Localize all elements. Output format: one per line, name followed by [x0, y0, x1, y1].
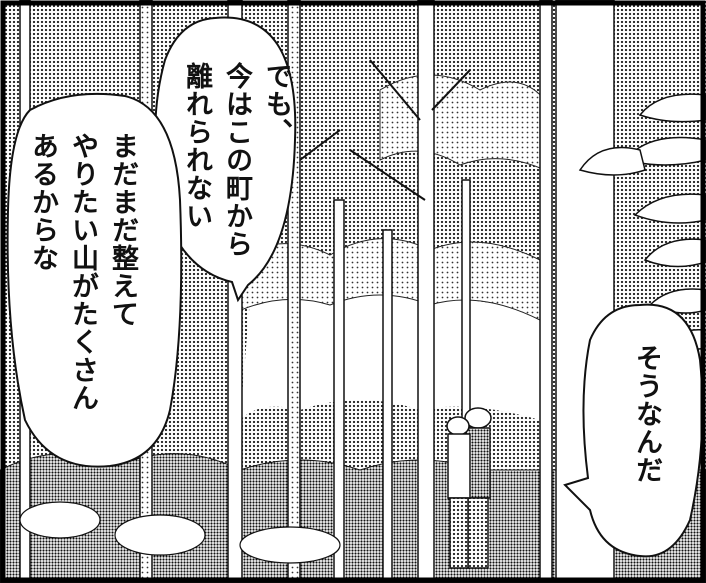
- speech-text-left: まだまだ整えて やりたい山がたくさん あるからな: [22, 132, 142, 412]
- two-hikers: [446, 407, 492, 569]
- speech-bubble-right: [563, 303, 704, 558]
- speech-text-right: そうなんだ: [626, 344, 666, 484]
- speech-line: やりたい山がたくさん: [67, 132, 98, 412]
- speech-bubble-top: [154, 16, 297, 303]
- speech-bubble-left: [6, 92, 183, 468]
- speech-line: 離れられない: [181, 62, 212, 230]
- speech-line: まだまだ整えて: [107, 132, 138, 328]
- branches: [299, 59, 471, 201]
- speech-line: 今はこの町から: [221, 62, 252, 258]
- speech-line: でも、: [261, 62, 292, 146]
- foreground-leaves: [578, 93, 706, 350]
- speech-line: あるからな: [27, 132, 58, 272]
- ground-bushes: [19, 501, 341, 564]
- speech-text-top: でも、 今はこの町から 離れられない: [176, 62, 296, 258]
- speech-line: そうなんだ: [631, 344, 662, 484]
